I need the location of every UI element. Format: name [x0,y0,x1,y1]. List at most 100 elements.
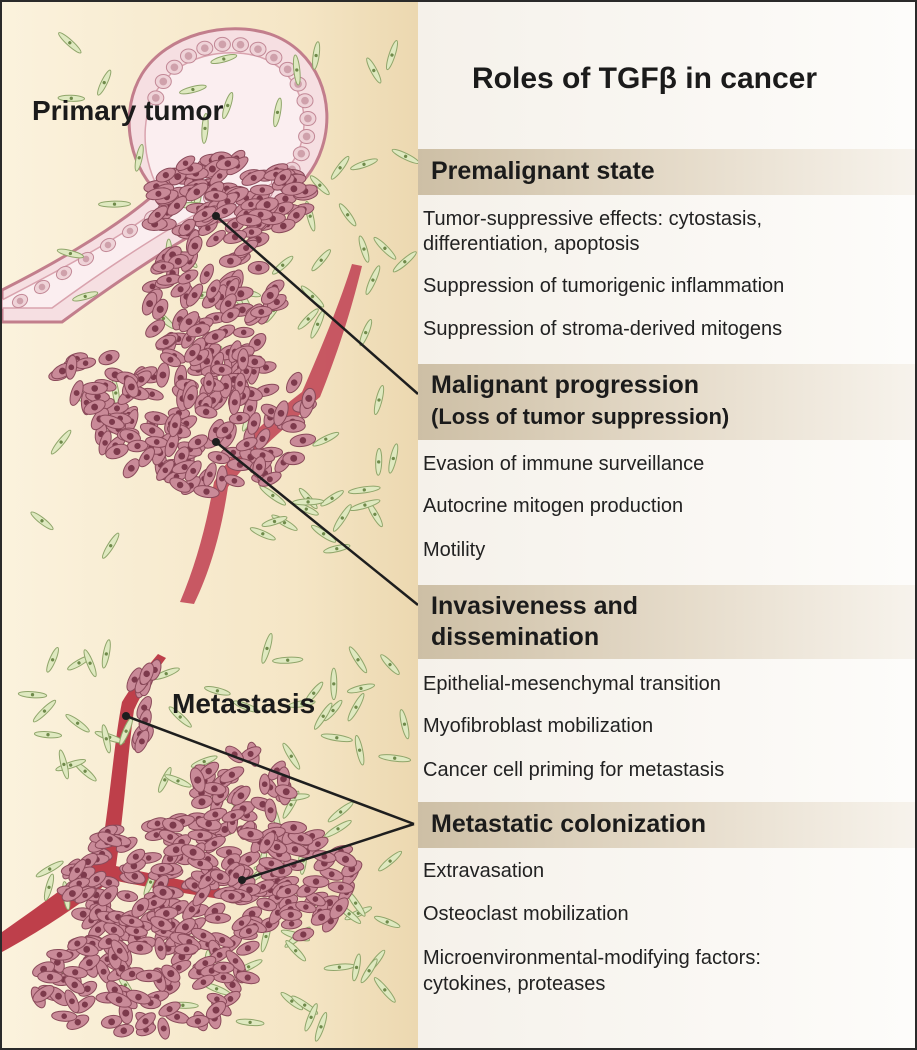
tumor-cell [241,169,266,186]
tumor-cell [152,884,174,900]
tumor-cell [116,890,139,902]
tumor-cell [105,443,129,460]
connector-metastasis-top [125,714,415,826]
tumor-cell [231,915,252,932]
duct-cell [232,37,249,53]
malignant-heading-text: Malignant progression [431,371,700,399]
tumor-cell [302,875,330,889]
tumor-cell [189,767,206,793]
tumor-cell [65,354,78,380]
tumor-cell [193,485,220,499]
duct-cell [121,223,139,239]
tumor-cell [234,239,259,257]
tumor-cell [150,862,174,876]
stromal-cell [134,143,144,172]
stromal-cell [320,733,353,743]
tumor-cell [158,1001,181,1017]
tumor-cell [100,1014,123,1029]
colonization-item-3: Microenvironmental-modifying factors: [423,947,761,969]
tumor-cell [333,850,358,868]
stromal-cell [312,431,340,447]
stromal-cell [261,516,288,527]
tumor-cell [113,1023,135,1038]
tumor-cell [236,214,263,227]
tumor-cell [207,451,231,465]
tumor-cell [220,889,243,903]
tumor-cell [203,807,228,822]
stromal-cell [373,384,385,416]
tumor-cell [191,794,213,810]
stromal-cell [360,958,378,984]
colonization-item-3-cont: cytokines, proteases [423,973,606,995]
tumor-cell [203,372,215,394]
tumor-cell [205,1000,227,1020]
tumor-cell [135,1012,156,1031]
stromal-cell [179,84,207,95]
stromal-cell [43,873,55,902]
tumor-cell [186,1014,210,1028]
tumor-cell [51,1010,78,1022]
duct-cell [165,59,183,75]
tumor-cell [183,385,198,410]
stromal-cell [311,524,337,543]
connector-metastasis-bottom [241,822,415,882]
stromal-cell [358,235,370,263]
malignant-item-1: Evasion of immune surveillance [423,453,705,475]
tumor-cell [252,456,266,478]
connector-lines [125,215,419,882]
stromal-cell [32,699,57,723]
tumor-cell [250,305,273,318]
primary-blood-vessel [180,264,362,604]
tumor-cell [122,458,140,479]
tumor-cell [152,298,169,320]
stromal-cell [83,649,97,678]
duct-cell [11,293,29,309]
tumor-cell [155,167,176,183]
stromal-cell [30,511,54,531]
tumor-cell [247,412,261,435]
tumor-cell [221,809,245,823]
invasiveness-heading-line1: Invasiveness and [431,592,639,620]
tumor-cell [185,182,209,202]
stromal-cell [98,200,131,208]
tumor-cell [152,261,175,273]
stromal-cell [313,702,333,730]
tumor-cell [219,293,237,314]
tumor-cell [194,405,218,419]
stromal-cell [201,112,209,144]
tumor-cell [247,260,270,275]
stromal-cell [273,97,282,128]
tumor-cell [206,279,221,300]
tumor-cell [301,387,316,409]
tumor-cell [190,927,216,944]
tumor-cell [124,376,139,398]
stromal-cell [261,633,273,664]
tumor-cell [210,363,233,376]
tumor-cell [138,447,155,468]
section-colonization-heading: Metastatic colonization [418,802,915,848]
tumor-cell [145,187,172,201]
duct-cell [296,93,314,109]
tumor-cell [149,916,173,932]
tumor-cell [134,729,150,754]
duct-cell [265,50,283,66]
tumor-cell [228,389,241,415]
tumor-cell [62,966,88,979]
stromal-cell [65,713,90,733]
tumor-cell [75,357,97,370]
tumor-cell [187,829,213,841]
stromal-cell [285,939,307,962]
section-premalignant-heading: Premalignant state [418,149,915,195]
tumor-cell [157,1017,170,1040]
stromal-cell [50,429,72,455]
stromal-cell [58,32,82,54]
stromal-cell [324,819,352,838]
tumor-cell [67,936,88,951]
tumor-cell [258,471,282,487]
tumor-cell [274,784,298,799]
duct-cell [298,129,316,144]
tumor-cell [126,667,143,692]
tumor-cell [202,782,227,796]
tumor-cell [186,323,211,338]
tumor-cell [264,798,277,823]
